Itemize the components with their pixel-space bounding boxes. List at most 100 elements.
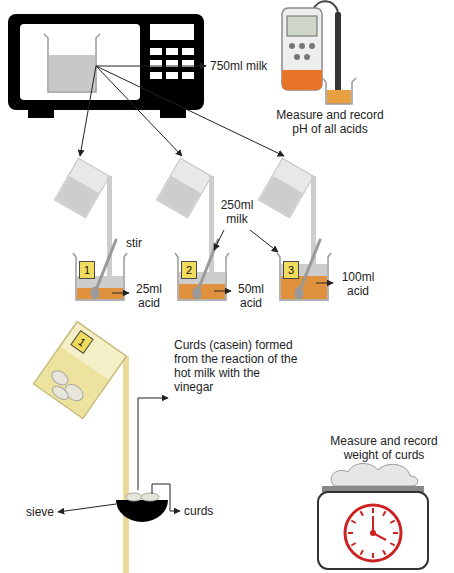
weighing-scale — [393, 532, 398, 534]
leader-line — [214, 291, 231, 292]
pouring-beaker — [258, 158, 313, 218]
microwave-oven — [150, 72, 162, 79]
explanation-note: Curds (casein) formed from the reaction … — [174, 338, 298, 394]
pour-arrows — [96, 66, 284, 156]
ph-meter — [322, 78, 356, 104]
ph-meter — [304, 54, 310, 60]
weighing-scale — [351, 521, 355, 524]
weighing-scale — [318, 492, 428, 569]
beaker-number-tag: 1 — [79, 261, 95, 279]
microwave-oven — [8, 14, 204, 110]
microwave-oven — [150, 24, 194, 40]
weighing-scale — [345, 505, 401, 561]
leader-line — [138, 398, 168, 490]
beaker-number-tag: 3 — [283, 261, 299, 279]
pouring-beaker — [260, 176, 303, 216]
ph-meter — [335, 12, 341, 96]
weighing-scale — [348, 508, 398, 558]
ph-meter — [294, 54, 300, 60]
leader-line — [152, 484, 180, 511]
tilted-beaker — [34, 322, 127, 419]
microwave-oven — [44, 34, 100, 92]
sieve — [126, 493, 142, 501]
ph-meter — [282, 8, 322, 90]
weighing-scale — [361, 511, 364, 515]
pouring-beaker — [158, 176, 201, 216]
leader-line — [58, 504, 116, 512]
ph-meter — [299, 43, 305, 49]
microwave-oven — [28, 110, 54, 118]
volume-label: 100ml acid — [336, 270, 380, 298]
pour-arrows — [96, 66, 206, 67]
whey-stream — [123, 356, 129, 573]
weighing-scale — [351, 543, 355, 546]
action-label: stir — [126, 236, 142, 250]
sieve — [141, 493, 159, 501]
part-label: sieve — [26, 505, 54, 519]
sieve — [116, 500, 168, 522]
tilted-beaker — [34, 322, 127, 419]
leader-line — [112, 293, 129, 294]
microwave-oven — [166, 48, 178, 55]
pouring-beaker — [156, 158, 211, 218]
pouring-beaker — [156, 158, 211, 218]
tilted-beaker — [35, 347, 108, 417]
weighing-scale — [372, 508, 374, 513]
ph-meter — [309, 43, 315, 49]
volume-label: 25ml acid — [132, 282, 166, 310]
volume-label: 50ml acid — [234, 282, 268, 310]
stirring-spoon — [296, 288, 302, 298]
sieve — [116, 493, 168, 522]
tag-number: 3 — [288, 264, 294, 277]
leader-line — [316, 283, 333, 284]
part-label: curds — [184, 504, 213, 518]
leader-line — [250, 230, 278, 252]
tag-number: 1 — [76, 335, 88, 349]
weighing-scale — [372, 553, 374, 558]
microwave-oven — [49, 55, 95, 91]
weighing-scale — [361, 550, 364, 554]
weighing-scale — [370, 530, 376, 536]
milk-stream — [107, 176, 316, 282]
stirring-spoon — [96, 240, 116, 290]
weighing-scale — [383, 550, 386, 554]
milk-stream — [107, 176, 112, 282]
pour-arrows — [80, 66, 96, 156]
pouring-beaker — [56, 176, 99, 216]
tag-number: 1 — [84, 264, 90, 277]
pouring-beaker — [54, 158, 109, 218]
ph-meter — [282, 70, 322, 90]
weighing-scale — [390, 543, 394, 546]
microwave-oven — [182, 72, 194, 79]
microwave-oven — [166, 72, 178, 79]
leader-line — [58, 398, 180, 512]
ph-meter — [289, 43, 295, 49]
weighing-scale — [383, 511, 386, 515]
tilted-beaker — [50, 384, 70, 403]
stirring-spoon — [194, 288, 200, 298]
pouring-beaker — [258, 158, 313, 218]
ph-meter — [287, 16, 317, 36]
pouring-beaker — [54, 158, 109, 218]
stirring-spoon — [92, 288, 98, 298]
volume-label: 250ml milk — [218, 198, 256, 226]
weighing-scale — [348, 532, 353, 534]
microwave-oven — [20, 24, 140, 100]
pour-arrows — [96, 66, 182, 156]
weighing-scale — [318, 464, 428, 570]
microwave-oven — [150, 48, 162, 55]
volume-label: 750ml milk — [210, 59, 267, 73]
weighing-scale — [390, 521, 394, 524]
ph-meter — [327, 90, 351, 104]
whey-stream — [123, 356, 129, 573]
instruction-note: Measure and record weight of curds — [328, 434, 440, 462]
microwave-oven — [160, 110, 186, 118]
microwave-oven — [182, 48, 194, 55]
weighing-scale — [331, 464, 418, 487]
pour-arrows — [80, 66, 284, 156]
instruction-note: Measure and record pH of all acids — [274, 108, 386, 136]
leader-line — [214, 230, 224, 250]
tag-number: 2 — [186, 264, 192, 277]
